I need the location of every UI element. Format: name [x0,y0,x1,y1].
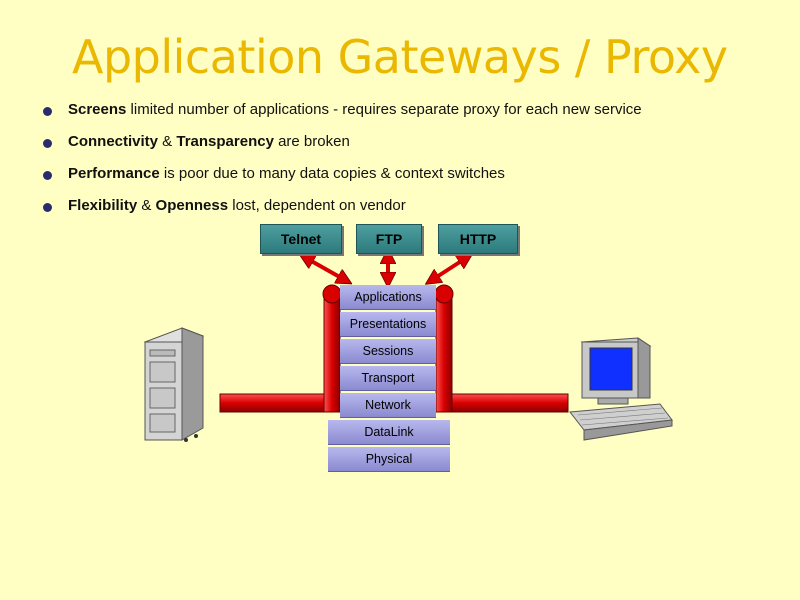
bullet-dot [43,139,52,148]
bullet-list: Screens limited number of applications -… [40,96,642,224]
pipe-vertical-right [435,293,453,413]
bullet-dot [43,107,52,116]
bullet-text: is poor due to many data copies & contex… [159,165,505,182]
layer-applications: Applications [340,285,436,310]
bullet-item: Performance is poor due to many data cop… [40,160,642,192]
layer-datalink: DataLink [328,420,450,445]
layer-sessions: Sessions [340,339,436,364]
bullet-bold: Performance [68,165,160,182]
bullet-text-2: lost, dependent on vendor [228,197,406,214]
layer-network: Network [340,393,436,418]
arrow-http [432,258,466,280]
bullet-dot [43,203,52,212]
pipe-right [442,393,569,413]
pipe-cap-left [322,284,342,304]
arrow-telnet [306,258,345,280]
bullet-text-2: are broken [273,133,350,150]
bullet-item: Screens limited number of applications -… [40,96,642,128]
protocol-http: HTTP [438,224,518,254]
bullet-text: & [158,133,177,150]
server-tower-icon [143,327,205,442]
pipe-left [219,393,336,413]
pipe-cap-right [434,284,454,304]
bullet-item: Flexibility & Openness lost, dependent o… [40,192,642,224]
bullet-bold: Screens [68,101,127,118]
protocol-ftp: FTP [356,224,422,254]
bullet-bold-2: Openness [155,197,229,214]
layer-transport: Transport [340,366,436,391]
bullet-bold-2: Transparency [176,133,274,150]
bullet-dot [43,171,52,180]
bullet-bold: Connectivity [68,133,159,150]
layer-presentations: Presentations [340,312,436,337]
bullet-text: limited number of applications - require… [126,101,642,118]
page-title: Application Gateways / Proxy [72,30,728,84]
bullet-item: Connectivity & Transparency are broken [40,128,642,160]
layer-physical: Physical [328,447,450,472]
bullet-text: & [137,197,156,214]
protocol-telnet: Telnet [260,224,342,254]
pipe-vertical-left [323,293,341,413]
bullet-bold: Flexibility [68,197,138,214]
desktop-computer-icon [569,337,673,441]
